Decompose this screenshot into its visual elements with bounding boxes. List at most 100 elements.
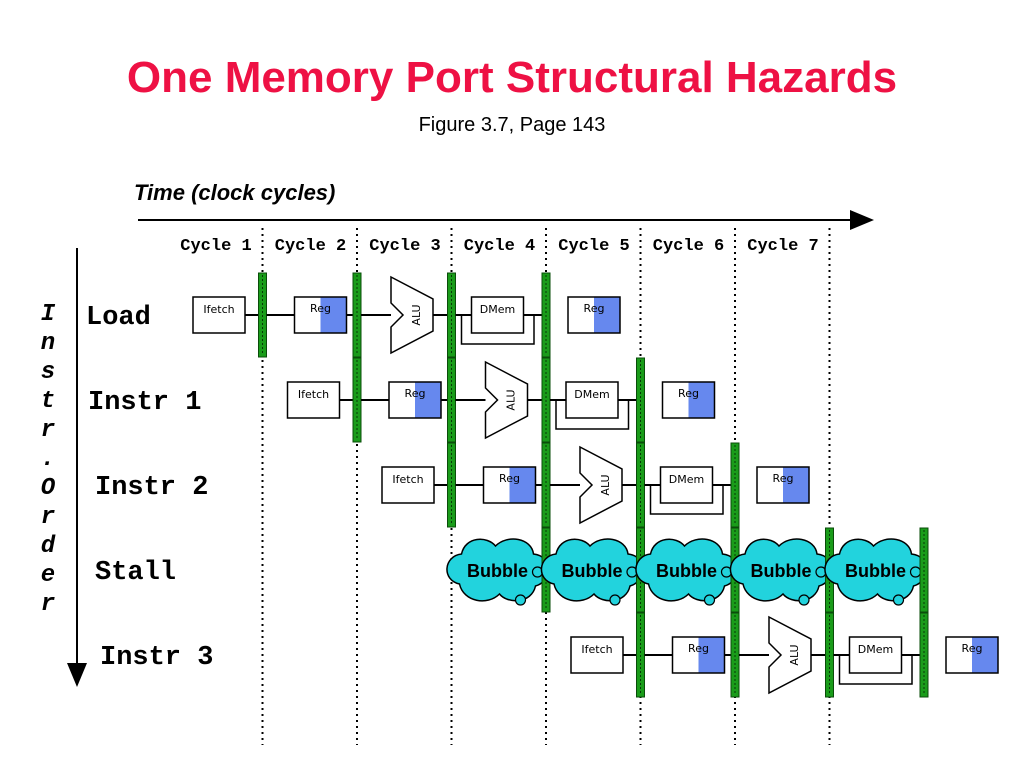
cycle-label-6: Cycle 6 [653, 237, 724, 256]
pipeline-row: Load Ifetch Reg ALU DMem Reg [86, 272, 621, 358]
order-letter: s [41, 359, 55, 386]
reg-label: Reg [688, 642, 709, 655]
reg-box [945, 636, 999, 674]
reg-read-half [320, 297, 347, 333]
dmem-box [848, 636, 903, 674]
reg-label: Reg [962, 642, 983, 655]
order-letter: r [41, 591, 55, 618]
reg-label: Reg [584, 302, 605, 315]
order-letter: d [41, 533, 56, 560]
bubble-label: Bubble [562, 561, 623, 581]
reg-read-half [972, 637, 998, 673]
reg-stage: Reg [671, 636, 726, 674]
order-letter: n [41, 330, 55, 357]
pipeline-row: Instr 1 Ifetch Reg ALU DMem Reg [88, 357, 716, 443]
order-letter: r [41, 504, 55, 531]
ifetch-box [286, 381, 341, 419]
reg-stage: Reg [756, 466, 810, 504]
order-letter: O [41, 475, 56, 502]
reg-box [756, 466, 810, 504]
bubble: Bubble [635, 538, 738, 606]
row-label: Instr 1 [88, 388, 201, 418]
cycle-label-3: Cycle 3 [369, 237, 440, 256]
row-label: Instr 2 [95, 473, 208, 503]
ifetch-box [192, 296, 246, 334]
reg-read-half [698, 637, 725, 673]
mem-bypass-wire [460, 315, 535, 345]
reg-stage: Reg [388, 381, 442, 419]
dmem-label: DMem [574, 388, 609, 401]
alu-shape [768, 615, 812, 695]
ifetch-box [381, 466, 435, 504]
alu-label: ALU [788, 644, 801, 665]
bubble-cloud [635, 538, 738, 602]
reg-read-half [509, 467, 536, 503]
bubble-label: Bubble [845, 561, 906, 581]
reg-stage: Reg [567, 296, 621, 334]
bubble-cloud [446, 538, 549, 602]
alu-label: ALU [505, 389, 518, 410]
pipeline-row: Instr 2 Ifetch Reg ALU DMem Reg [95, 442, 810, 528]
ifetch-label: Ifetch [298, 388, 329, 401]
mem-bypass-wire [649, 485, 724, 515]
bubble-cloud [729, 538, 833, 602]
reg-stage: Reg [661, 381, 716, 419]
bubble: Bubble [824, 538, 927, 606]
order-letter: r [41, 417, 55, 444]
bubble-puff [798, 594, 810, 606]
figure-reference: Figure 3.7, Page 143 [418, 114, 606, 136]
mem-bypass-wire [555, 400, 630, 430]
reg-label: Reg [773, 472, 794, 485]
alu-shape [579, 445, 623, 525]
reg-label: Reg [310, 302, 331, 315]
ifetch-box [570, 636, 624, 674]
cycle-label-7: Cycle 7 [747, 237, 818, 256]
bubble-label: Bubble [751, 561, 812, 581]
bubble: Bubble [729, 538, 833, 606]
reg-label: Reg [405, 387, 426, 400]
dmem-box [659, 466, 714, 504]
reg-label: Reg [678, 387, 699, 400]
reg-read-half [594, 297, 620, 333]
order-letter: . [41, 446, 55, 473]
reg-stage: Reg [482, 466, 537, 504]
bubble-puff [609, 594, 621, 606]
dmem-label: DMem [480, 303, 515, 316]
reg-label: Reg [499, 472, 520, 485]
reg-stage: Reg [293, 296, 348, 334]
bubble-label: Bubble [656, 561, 717, 581]
ifetch-label: Ifetch [203, 303, 234, 316]
bubble-puff [892, 594, 905, 606]
bubble-cloud [540, 538, 644, 602]
cycle-label-1: Cycle 1 [180, 237, 251, 256]
dmem-label: DMem [669, 473, 704, 486]
reg-box [293, 296, 348, 334]
reg-box [388, 381, 442, 419]
page-title: One Memory Port Structural Hazards [126, 53, 898, 102]
alu-label: ALU [599, 474, 612, 495]
reg-read-half [783, 467, 809, 503]
cycle-label-5: Cycle 5 [558, 237, 629, 256]
dmem-box [565, 381, 619, 419]
bubble-puff [514, 594, 527, 606]
reg-read-half [688, 382, 715, 418]
alu-shape [390, 275, 434, 355]
bubble: Bubble [540, 538, 644, 606]
time-axis-label: Time (clock cycles) [134, 180, 335, 205]
bubble-cloud [824, 538, 927, 602]
bubble: Bubble [446, 538, 549, 606]
reg-read-half [415, 382, 441, 418]
row-label: Stall [95, 558, 176, 588]
order-letter: t [41, 388, 55, 415]
dmem-label: DMem [858, 643, 893, 656]
bubble-label: Bubble [467, 561, 528, 581]
cycle-label-4: Cycle 4 [464, 237, 535, 256]
dmem-box [470, 296, 525, 334]
ifetch-label: Ifetch [581, 643, 612, 656]
alu-label: ALU [410, 304, 423, 325]
ifetch-label: Ifetch [392, 473, 423, 486]
row-label: Load [86, 303, 151, 333]
